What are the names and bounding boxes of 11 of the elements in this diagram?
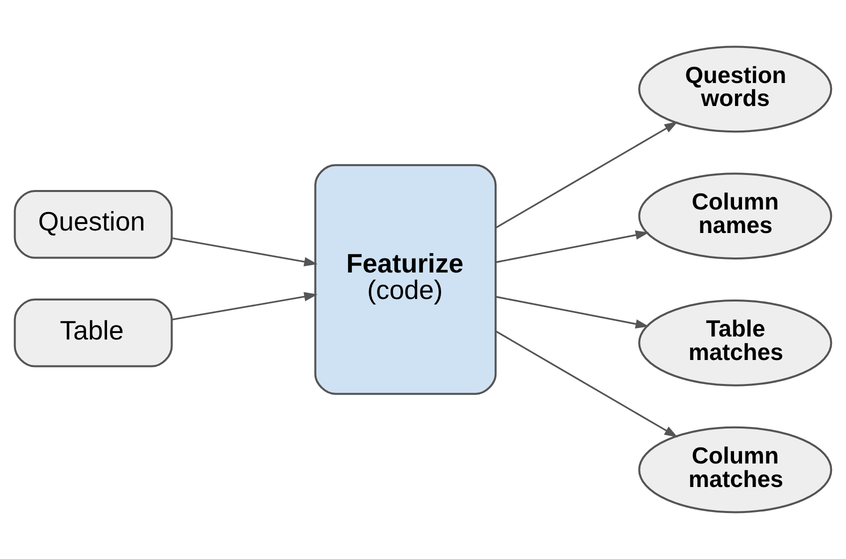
node-box: Question: [14, 190, 173, 259]
node-box: Featurize (code): [314, 164, 497, 395]
arrow: [496, 296, 649, 329]
arrow: [172, 237, 318, 266]
arrow: [496, 230, 649, 264]
arrow: [495, 122, 678, 228]
node-ellipse: Column names: [638, 172, 832, 260]
node-ellipse: Table matches: [638, 300, 832, 386]
arrow: [172, 292, 318, 320]
node-box: Table: [14, 298, 173, 368]
arrow: [495, 330, 678, 438]
